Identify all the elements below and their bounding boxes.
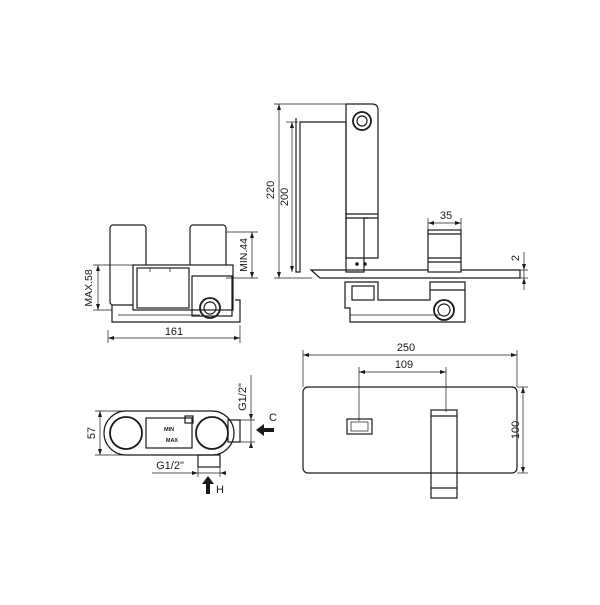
dim-front-max-height: MAX.58 — [83, 269, 95, 307]
dim-plate-width: 250 — [397, 342, 415, 354]
front-base — [111, 299, 241, 323]
side-body-port — [351, 285, 375, 301]
front-body-inner — [136, 267, 190, 309]
front-connector-box — [191, 275, 233, 317]
dim-side-plate-thickness: 2 — [510, 255, 522, 261]
dim-top-side-connection: G1/2" — [237, 383, 249, 411]
front-view: 161 MAX.58 MIN.44 — [83, 224, 258, 343]
plate-outline — [302, 386, 518, 474]
dim-front-width: 161 — [165, 326, 183, 338]
top-bottom-connection — [197, 454, 221, 468]
top-view: MIN MAX 57 G1/2" G1/2" C H — [86, 375, 277, 496]
top-label-max: MAX — [166, 438, 179, 444]
side-spout-body — [345, 103, 379, 259]
dim-side-handle-width: 35 — [440, 210, 452, 222]
plate-spout-rect — [346, 418, 373, 435]
label-hot: H — [216, 484, 224, 496]
label-cold: C — [269, 412, 277, 424]
side-outlet-outer — [433, 299, 455, 321]
top-right-valve — [195, 416, 229, 450]
side-cover-plate — [309, 269, 521, 279]
plate-view: 250 109 100 — [302, 342, 528, 499]
dim-side-spout-height: 200 — [279, 188, 291, 206]
dim-plate-spacing: 109 — [395, 359, 413, 371]
dim-top-bottom-connection: G1/2" — [156, 460, 184, 472]
dim-front-min-height: MIN.44 — [238, 238, 250, 272]
side-outlet-inner — [437, 303, 451, 317]
cold-arrow-icon — [256, 424, 274, 436]
hot-arrow-icon — [202, 476, 214, 494]
side-body — [344, 281, 466, 323]
top-left-valve — [109, 416, 143, 450]
top-label-min: MIN — [164, 427, 174, 433]
front-outlet-outer — [199, 297, 221, 319]
side-handle — [427, 229, 462, 273]
side-spout-outlet-inner — [356, 115, 368, 127]
side-spout-outline — [295, 118, 368, 273]
side-view: 220 200 35 2 — [265, 103, 528, 323]
top-center-block — [145, 417, 193, 449]
side-spout-outlet-outer — [352, 111, 372, 131]
front-outlet-inner — [203, 301, 217, 315]
plate-handle — [430, 409, 458, 499]
dim-side-total-height: 220 — [265, 181, 277, 199]
dim-top-height: 57 — [86, 427, 98, 439]
dim-plate-height: 100 — [510, 421, 522, 439]
